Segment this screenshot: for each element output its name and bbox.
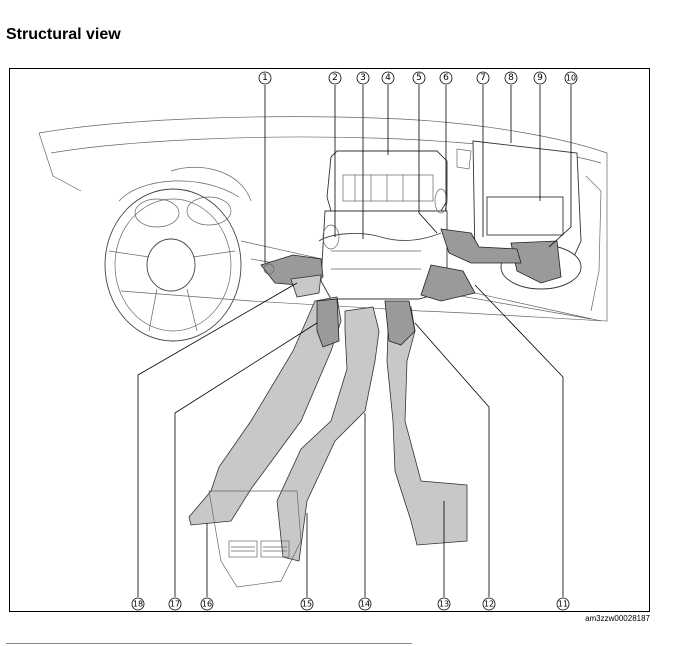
callout-3: 3 [356,71,370,85]
callout-label: 3 [360,73,366,83]
callout-18: 18 [131,597,145,611]
left-front-duct [260,254,324,298]
callout-8: 8 [504,71,518,85]
callout-15: 15 [300,597,314,611]
callout-6: 6 [439,71,453,85]
callout-12: 12 [482,597,496,611]
callout-label: 17 [170,600,180,609]
rear-floor-ducts [188,296,468,562]
figure-code: am3zzw00028187 [585,614,650,623]
right-front-duct [420,228,522,302]
callout-label: 14 [360,600,370,609]
divider [6,643,412,644]
callout-label: 9 [537,73,543,83]
callout-label: 11 [558,600,568,609]
steering-wheel [104,166,252,342]
callout-1: 1 [258,71,272,85]
blower-unit [456,140,582,290]
rear-console [208,490,302,588]
callout-17: 17 [168,597,182,611]
callout-7: 7 [476,71,490,85]
callout-label: 4 [385,73,391,83]
callout-14: 14 [358,597,372,611]
callout-label: 6 [443,73,449,83]
callout-5: 5 [412,71,426,85]
hvac-duct-diagram [38,85,608,597]
callout-13: 13 [437,597,451,611]
callout-9: 9 [533,71,547,85]
callout-label: 7 [480,73,486,83]
page-title: Structural view [6,26,121,43]
callout-label: 2 [332,73,338,83]
callout-label: 5 [416,73,422,83]
hvac-unit [318,150,448,300]
callout-2: 2 [328,71,342,85]
callout-11: 11 [556,597,570,611]
callout-label: 1 [262,73,268,83]
instrument-cluster [118,180,240,228]
callout-16: 16 [200,597,214,611]
callout-label: 13 [439,600,449,609]
callout-label: 18 [133,600,143,609]
callout-label: 10 [566,74,576,83]
callout-label: 16 [202,600,212,609]
callout-4: 4 [381,71,395,85]
callout-layer: 1 2 3 4 5 6 7 8 9 10 11 12 13 14 15 16 1… [131,71,578,611]
callout-label: 12 [484,600,494,609]
callout-10: 10 [564,71,578,85]
leader-lines [137,85,572,597]
diagram-frame: 1 2 3 4 5 6 7 8 9 10 11 12 13 14 15 16 1… [9,68,650,612]
callout-label: 15 [302,600,312,609]
callout-label: 8 [508,73,514,83]
